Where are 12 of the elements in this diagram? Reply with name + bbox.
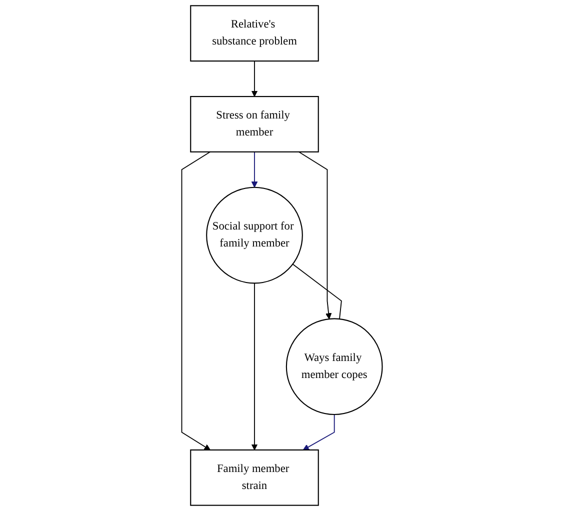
node-box: Relative's substance problem — [190, 5, 319, 62]
arrow — [251, 60, 258, 97]
connector — [292, 264, 342, 320]
arrow — [251, 282, 258, 450]
arrow — [302, 414, 335, 450]
arrow — [298, 151, 332, 320]
node-box: Stress on family member — [190, 96, 319, 152]
arrow — [251, 151, 258, 188]
arrow — [181, 151, 211, 450]
node-box: Family member strain — [190, 449, 319, 506]
node-circle: Social support for family member — [206, 186, 303, 284]
node-circle: Ways family member copes — [286, 318, 383, 416]
